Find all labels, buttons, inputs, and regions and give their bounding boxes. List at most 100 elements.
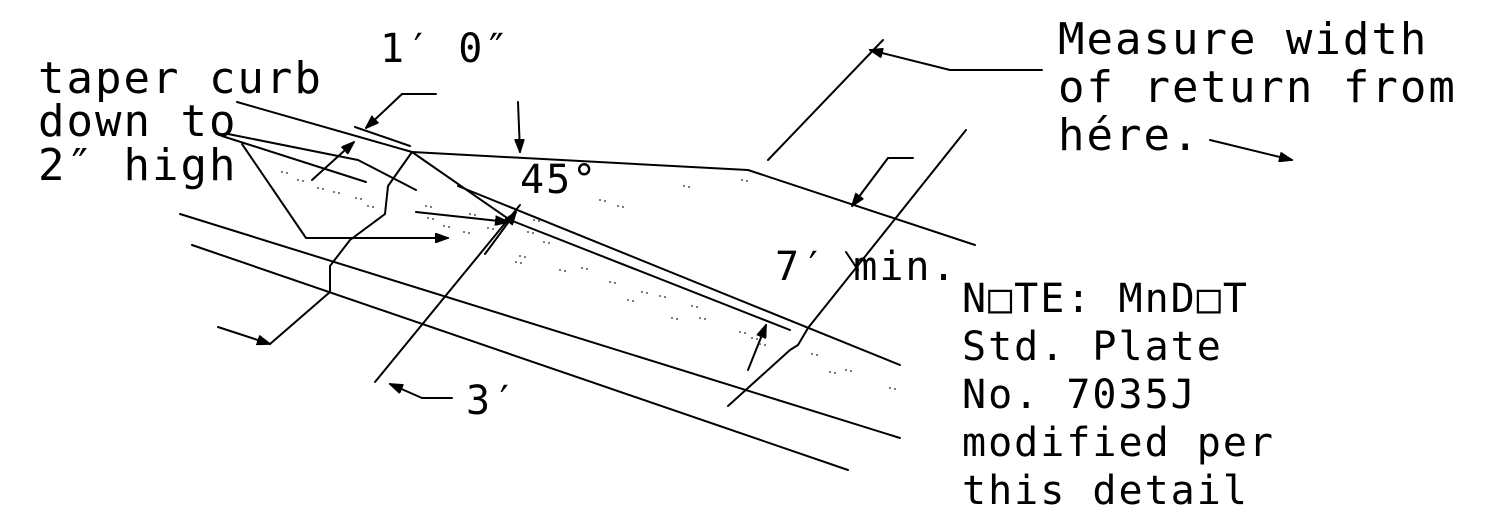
stipple-dot [281, 171, 283, 173]
stipple-dot [286, 172, 288, 174]
stipple-dot [532, 232, 534, 234]
stipple-dot [646, 292, 648, 294]
back-of-curb-line [236, 101, 413, 153]
stipple-dot [581, 267, 583, 269]
stipple-dot [850, 370, 852, 372]
measure-leader [870, 50, 1043, 71]
one-foot-dimension-label: 1′ 0″ [380, 26, 510, 72]
curb-edge-lines [179, 101, 901, 471]
stipple-dot [519, 255, 521, 257]
measure-reference-line [767, 39, 884, 161]
stipple-dot [302, 180, 304, 182]
stipple-dot [751, 337, 753, 339]
stipple-dot [297, 179, 299, 181]
dimension-lines [217, 50, 1292, 399]
stipple-dot [739, 331, 741, 333]
stipple-dot [559, 269, 561, 271]
stipple-dot [614, 282, 616, 284]
stipple-dot [538, 220, 540, 222]
gutter-line [179, 213, 901, 439]
stipple-dot [443, 225, 445, 227]
taper-diagonal-line [411, 151, 511, 221]
stipple-dot [746, 180, 748, 182]
stipple-dot [811, 353, 813, 355]
standard-note-line-3: No. 7035J [962, 372, 1197, 418]
stipple-dot [641, 291, 643, 293]
stipple-dot [360, 198, 362, 200]
stipple-dot [699, 317, 701, 319]
stipple-dot [764, 344, 766, 346]
stipple-dot [515, 261, 517, 263]
stipple-dot [463, 231, 465, 233]
stipple-dot [367, 205, 369, 207]
stipple-dot [889, 387, 891, 389]
stipple-dot [683, 185, 685, 187]
return-outline [329, 39, 976, 407]
stipple-dot [691, 305, 693, 307]
standard-plate-note: N□TE: MnD□T Std. Plate No. 7035J modifie… [962, 276, 1275, 514]
stipple-dot [599, 199, 601, 201]
stipple-dot [671, 317, 673, 319]
pavement-edge-line [191, 244, 849, 471]
taper-note: taper curb down to 2″ high [38, 53, 321, 191]
stipple-dot [427, 217, 429, 219]
seven-foot-dimension-label: 7′ min. [775, 244, 958, 290]
left-dim-arrow [217, 326, 270, 344]
stipple-dot [659, 295, 661, 297]
stipple-dot [533, 219, 535, 221]
measure-note-line-3: hére. [1058, 110, 1200, 161]
stipple-dot [492, 228, 494, 230]
three-foot-leader [390, 383, 453, 399]
stipple-dot [333, 191, 335, 193]
stipple-dot [468, 232, 470, 234]
stipple-dot [432, 218, 434, 220]
measure-note-line-1: Measure width [1058, 14, 1428, 65]
stipple-dot [524, 256, 526, 258]
stipple-dot [548, 242, 550, 244]
return-end-line [727, 129, 967, 407]
stipple-dot [317, 187, 319, 189]
standard-note-line-1: N□TE: MnD□T [962, 276, 1249, 322]
stipple-dot [741, 179, 743, 181]
stipple-dot [474, 214, 476, 216]
taper-leader-upper [227, 133, 417, 191]
measure-note: Measure width of return from hére. [1058, 14, 1455, 161]
stipple-dot [564, 270, 566, 272]
curb-face-line [457, 185, 901, 366]
stipple-dot [609, 281, 611, 283]
stipple-dot [622, 206, 624, 208]
stipple-dot [617, 205, 619, 207]
stipple-dot [688, 186, 690, 188]
stipple-dot [322, 188, 324, 190]
stipple-dot [664, 296, 666, 298]
stipple-dot [430, 206, 432, 208]
concrete-stipple [281, 171, 896, 390]
stipple-dot [604, 200, 606, 202]
three-foot-dimension-label: 3′ [466, 378, 518, 424]
stipple-dot [338, 192, 340, 194]
taper-note-line-2: down to [38, 96, 237, 147]
stipple-dot [627, 299, 629, 301]
back-of-walk-line [221, 135, 367, 183]
one-foot-tick [354, 126, 411, 147]
ramp-curb-line [509, 219, 791, 331]
stipple-dot [520, 262, 522, 264]
one-foot-arrow-low [311, 142, 354, 181]
stipple-dot [845, 369, 847, 371]
stipple-dot [543, 241, 545, 243]
three-foot-dim-line [374, 204, 521, 383]
stipple-dot [425, 205, 427, 207]
angle-arrow [518, 101, 520, 152]
return-top-edge [747, 169, 976, 246]
standard-note-line-4: modified per [962, 420, 1275, 466]
seven-foot-lower-arrow [747, 325, 767, 371]
standard-note-line-5: this detail [962, 468, 1249, 514]
left-dim-line [269, 291, 331, 345]
stipple-dot [469, 213, 471, 215]
stipple-dot [756, 338, 758, 340]
stipple-dot [744, 332, 746, 334]
stipple-dot [829, 371, 831, 373]
stipple-dot [448, 226, 450, 228]
stipple-dot [372, 206, 374, 208]
stipple-dot [696, 306, 698, 308]
